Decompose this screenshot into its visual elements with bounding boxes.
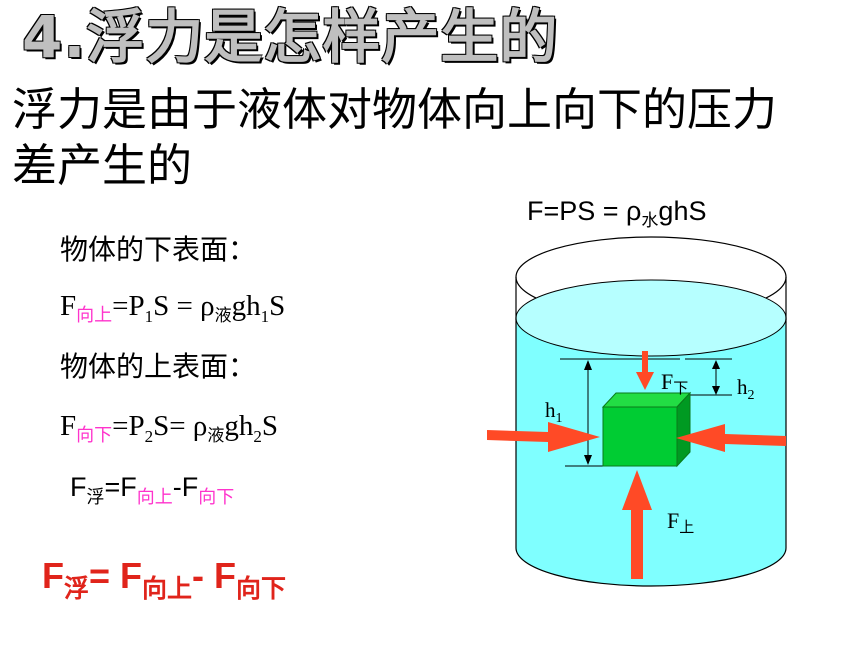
- eq1-bsub: 液: [214, 306, 232, 325]
- eq4-a: = F: [89, 555, 143, 596]
- eq3-fsub: 浮: [86, 487, 105, 507]
- eq2-d: S: [261, 410, 278, 442]
- eq2-c: gh: [224, 410, 254, 442]
- eq4-bsub: 向下: [236, 575, 287, 603]
- eq3-a: =F: [104, 472, 137, 502]
- water-surface: [515, 279, 787, 357]
- eq1-fsub: 向上: [76, 305, 113, 325]
- eq1-asub: 1: [144, 307, 154, 326]
- block-front-face: [602, 406, 678, 467]
- h1-arrow-bottom: [584, 455, 592, 465]
- arrow-down-shaft: [642, 351, 648, 375]
- h1-label: h1: [545, 398, 563, 426]
- f-down-label: F下: [661, 369, 688, 397]
- eq1-a: =P: [112, 290, 145, 322]
- eq4-fsub: 浮: [64, 575, 90, 603]
- buoyancy-equation: F浮=F向上-F向下: [70, 472, 234, 507]
- eq1-c: gh: [231, 290, 261, 322]
- arrow-left-pressure: [487, 422, 600, 452]
- eq1-b: S = ρ: [153, 290, 215, 322]
- eq2-csub: 2: [253, 427, 262, 446]
- eq1-f: F: [60, 290, 77, 322]
- eq4-f: F: [42, 555, 64, 596]
- eq1-d: S: [269, 290, 286, 322]
- eq4-b: - F: [192, 555, 237, 596]
- eq1-csub: 1: [260, 307, 270, 326]
- eq3-f: F: [70, 472, 87, 502]
- eq3-bsub: 向下: [198, 487, 235, 507]
- pressure-formula: F=PS = ρ水ghS: [527, 196, 707, 230]
- arrow-right-pressure: [676, 424, 786, 452]
- eq3-b: -F: [172, 472, 199, 502]
- h2-arrow-top: [712, 360, 720, 369]
- h2-label: h2: [737, 375, 755, 403]
- explanation-text: 浮力是由于液体对物体向上向下的压力差产生的: [12, 83, 778, 192]
- h2-arrow-bottom: [712, 386, 720, 395]
- formula-sub: 水: [641, 211, 659, 230]
- eq3-asub: 向上: [136, 487, 173, 507]
- formula-lead: F=PS = ρ: [527, 196, 642, 226]
- downward-force-equation: F向下=P2S= ρ液gh2S: [60, 410, 278, 446]
- eq2-bsub: 液: [207, 426, 225, 445]
- buoyancy-diagram: h1 h2 F下 F上: [487, 236, 787, 587]
- bottom-surface-label: 物体的下表面：: [60, 235, 257, 266]
- eq2-b: S= ρ: [153, 410, 208, 442]
- eq4-asub: 向上: [142, 575, 193, 603]
- formula-tail: ghS: [658, 196, 707, 226]
- f-up-label: F上: [667, 508, 694, 536]
- arrow-down-head: [636, 372, 654, 390]
- eq2-fsub: 向下: [76, 425, 113, 445]
- upward-force-equation: F向上=P1S = ρ液gh1S: [60, 290, 286, 326]
- eq2-asub: 2: [144, 427, 154, 446]
- arrow-up-head: [622, 470, 652, 510]
- slide-title: 4.浮力是怎样产生的: [22, 3, 559, 71]
- h1-arrow-top: [584, 360, 592, 370]
- arrow-up-shaft: [631, 505, 643, 579]
- buoyancy-equation-highlight: F浮= F向上- F向下: [42, 555, 286, 603]
- eq2-a: =P: [112, 410, 145, 442]
- eq2-f: F: [60, 410, 77, 442]
- top-surface-label: 物体的上表面：: [60, 352, 257, 383]
